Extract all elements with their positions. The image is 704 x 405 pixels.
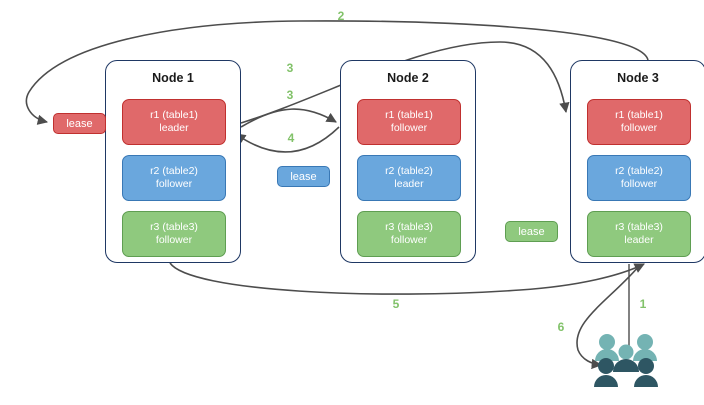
node-title: Node 2	[387, 71, 429, 85]
step-5-label: 5	[392, 297, 400, 311]
replica-r2-node2: r2 (table2)leader	[357, 155, 461, 201]
replica-role: follower	[390, 122, 428, 134]
replica-r3-node3: r3 (table3)leader	[587, 211, 691, 257]
step-2-label: 2	[337, 9, 345, 23]
replica-name: r1 (table1)	[385, 109, 433, 121]
replica-name: r1 (table1)	[150, 109, 198, 121]
replica-r2-node1: r2 (table2)follower	[122, 155, 226, 201]
replica-name: r1 (table1)	[615, 109, 663, 121]
lease-green: lease	[505, 221, 558, 242]
replica-role: follower	[620, 178, 658, 190]
replica-name: r3 (table3)	[615, 221, 663, 233]
edge-step-3-lower	[240, 108, 337, 128]
step-4-label: 4	[287, 131, 295, 145]
step-3b-label: 3	[286, 88, 294, 102]
replica-r1-node2: r1 (table1)follower	[357, 99, 461, 145]
node-title: Node 1	[152, 71, 194, 85]
replica-r1-node1: r1 (table1)leader	[122, 99, 226, 145]
replica-r3-node1: r3 (table3)follower	[122, 211, 226, 257]
replica-r2-node3: r2 (table2)follower	[587, 155, 691, 201]
replica-role: follower	[620, 122, 658, 134]
users-group-icon	[594, 334, 658, 387]
step-6-label: 6	[557, 320, 565, 334]
replica-name: r3 (table3)	[385, 221, 433, 233]
replica-name: r3 (table3)	[150, 221, 198, 233]
replica-role: leader	[159, 122, 189, 134]
lease-red: lease	[53, 113, 106, 134]
replica-r3-node2: r3 (table3)follower	[357, 211, 461, 257]
replica-role: follower	[390, 234, 428, 246]
step-1-label: 1	[639, 297, 647, 311]
replica-name: r2 (table2)	[615, 165, 663, 177]
lease-blue: lease	[277, 166, 330, 187]
step-3a-label: 3	[286, 61, 294, 75]
replica-r1-node3: r1 (table1)follower	[587, 99, 691, 145]
replica-name: r2 (table2)	[150, 165, 198, 177]
node-title: Node 3	[617, 71, 659, 85]
edge-step-5	[169, 262, 645, 295]
replica-role: follower	[155, 178, 193, 190]
replica-role: follower	[155, 234, 193, 246]
replica-name: r2 (table2)	[385, 165, 433, 177]
replica-role: leader	[624, 234, 654, 246]
replica-role: leader	[394, 178, 424, 190]
